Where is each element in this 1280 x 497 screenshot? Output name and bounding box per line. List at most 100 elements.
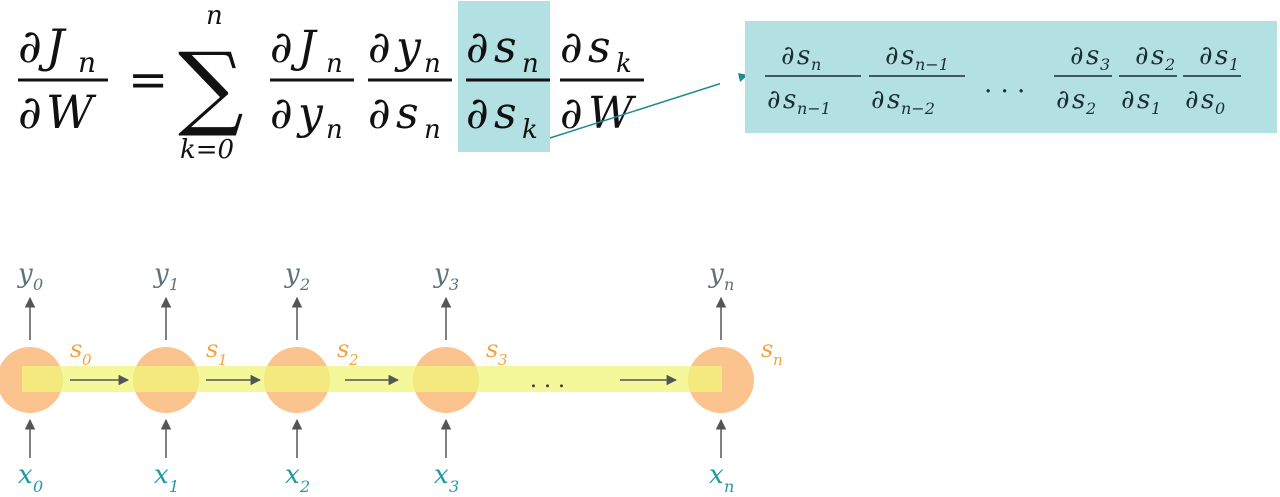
numerator-var: s bbox=[901, 41, 914, 71]
input-subscript: 0 bbox=[33, 477, 43, 496]
input-subscript: 2 bbox=[299, 477, 310, 496]
output-subscript: 0 bbox=[33, 275, 43, 294]
sum-upper-limit: n bbox=[206, 1, 223, 31]
output-label: y bbox=[284, 259, 300, 289]
numerator-sub: 1 bbox=[1229, 55, 1239, 74]
state-flow-band bbox=[22, 366, 722, 392]
summation: n ∑ k=0 bbox=[178, 1, 244, 165]
lhs-denominator-var: W bbox=[46, 85, 97, 139]
denominator-sub: 2 bbox=[1085, 99, 1096, 118]
numerator-sub: n bbox=[326, 49, 343, 79]
partial-symbol: ∂ bbox=[781, 41, 794, 71]
lhs-numerator-sub: n bbox=[78, 46, 96, 79]
denominator-var: s bbox=[1072, 85, 1085, 115]
numerator-sub: 2 bbox=[1164, 55, 1175, 74]
denominator-var: s bbox=[783, 85, 796, 115]
partial-symbol: ∂ bbox=[1121, 85, 1134, 115]
denominator-var: y bbox=[296, 88, 324, 139]
equals-sign: = bbox=[128, 52, 168, 108]
rnn-ellipsis: . . . bbox=[530, 368, 565, 393]
state-label: s bbox=[206, 335, 218, 363]
sum-lower-limit: k=0 bbox=[180, 135, 234, 165]
input-label: x bbox=[434, 460, 449, 490]
sigma-symbol: ∑ bbox=[178, 33, 244, 140]
denominator-sub: n−1 bbox=[797, 99, 831, 118]
input-subscript: n bbox=[724, 477, 734, 496]
state-subscript: 0 bbox=[82, 351, 92, 369]
partial-symbol: ∂ bbox=[560, 88, 583, 139]
partial-symbol: ∂ bbox=[767, 85, 780, 115]
output-label: y bbox=[153, 259, 169, 289]
numerator-var: y bbox=[394, 22, 422, 73]
denominator-sub: 0 bbox=[1215, 99, 1225, 118]
expansion-ellipsis: . . . bbox=[984, 69, 1025, 99]
output-subscript: n bbox=[724, 275, 734, 294]
input-label: x bbox=[18, 460, 33, 490]
input-subscript: 1 bbox=[169, 477, 179, 496]
numerator-var: s bbox=[797, 41, 810, 71]
numerator-sub: n bbox=[522, 49, 539, 79]
denominator-sub: 1 bbox=[1151, 99, 1161, 118]
output-label: y bbox=[708, 259, 724, 289]
input-label: x bbox=[709, 460, 724, 490]
output-label: y bbox=[17, 259, 33, 289]
numerator-sub: n bbox=[424, 49, 441, 79]
output-subscript: 1 bbox=[169, 275, 179, 294]
partial-symbol: ∂ bbox=[466, 22, 489, 73]
partial-symbol: ∂ bbox=[885, 41, 898, 71]
denominator-var: s bbox=[1201, 85, 1214, 115]
partial-symbol: ∂ bbox=[466, 88, 489, 139]
numerator-var: s bbox=[1151, 41, 1164, 71]
numerator-sub: n bbox=[811, 55, 821, 74]
numerator-var: s bbox=[1086, 41, 1099, 71]
numerator-sub: k bbox=[616, 49, 632, 79]
partial-symbol: ∂ bbox=[871, 85, 884, 115]
partial-symbol: ∂ bbox=[18, 85, 42, 139]
denominator-sub: n bbox=[326, 115, 343, 145]
highlighted-term-box bbox=[458, 1, 550, 152]
state-label: s bbox=[486, 335, 498, 363]
partial-symbol: ∂ bbox=[270, 22, 293, 73]
partial-symbol: ∂ bbox=[18, 19, 42, 73]
partial-symbol: ∂ bbox=[1056, 85, 1069, 115]
input-label: x bbox=[154, 460, 169, 490]
denominator-sub: n bbox=[424, 115, 441, 145]
state-subscript: 3 bbox=[498, 351, 508, 369]
state-subscript: n bbox=[773, 351, 783, 369]
numerator-sub: n−1 bbox=[915, 55, 949, 74]
partial-symbol: ∂ bbox=[1185, 85, 1198, 115]
partial-symbol: ∂ bbox=[1070, 41, 1083, 71]
numerator-var: s bbox=[588, 22, 611, 73]
output-subscript: 3 bbox=[449, 275, 459, 294]
state-label: s bbox=[761, 335, 773, 363]
numerator-var: s bbox=[1215, 41, 1228, 71]
numerator-var: s bbox=[494, 22, 517, 73]
denominator-var: s bbox=[396, 88, 419, 139]
state-subscript: 1 bbox=[218, 351, 228, 369]
output-subscript: 2 bbox=[299, 275, 310, 294]
connector-line bbox=[549, 82, 720, 139]
numerator-sub: 3 bbox=[1100, 55, 1110, 74]
denominator-var: s bbox=[1137, 85, 1150, 115]
state-subscript: 2 bbox=[348, 351, 359, 369]
partial-symbol: ∂ bbox=[368, 22, 391, 73]
input-subscript: 3 bbox=[449, 477, 459, 496]
state-label: s bbox=[70, 335, 82, 363]
denominator-var: s bbox=[887, 85, 900, 115]
partial-symbol: ∂ bbox=[1199, 41, 1212, 71]
partial-symbol: ∂ bbox=[560, 22, 583, 73]
